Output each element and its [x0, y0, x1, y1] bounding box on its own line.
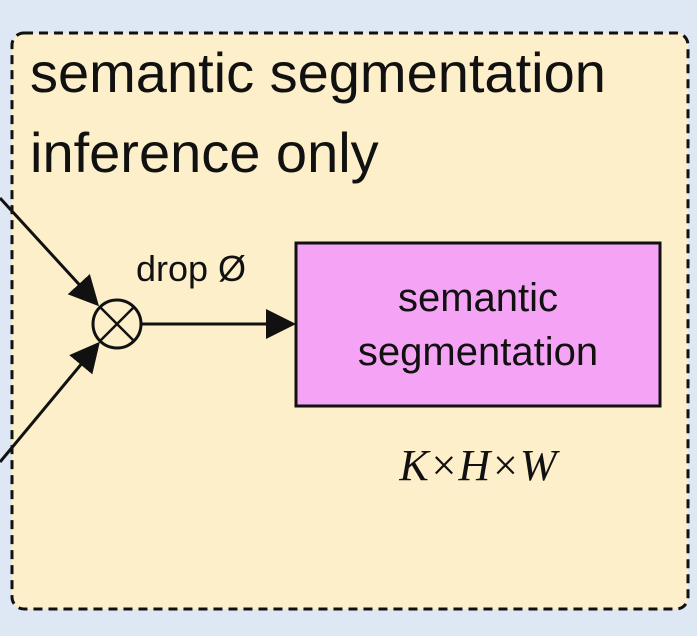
output-box-line1: semantic [397, 275, 559, 320]
panel-title-line2: inference only [30, 121, 379, 184]
multiply-operator-icon [91, 298, 143, 350]
panel-title-line1: semantic segmentation [30, 41, 606, 104]
drop-label: drop Ø [136, 248, 247, 289]
semantic-segmentation-box [294, 241, 662, 408]
input-arrow-bottom [0, 341, 100, 463]
input-arrow-top [0, 196, 100, 307]
output-box-label: semantic segmentation [296, 243, 660, 406]
output-dimensions: K×H×W [399, 441, 557, 490]
output-box-line2: segmentation [357, 329, 599, 374]
